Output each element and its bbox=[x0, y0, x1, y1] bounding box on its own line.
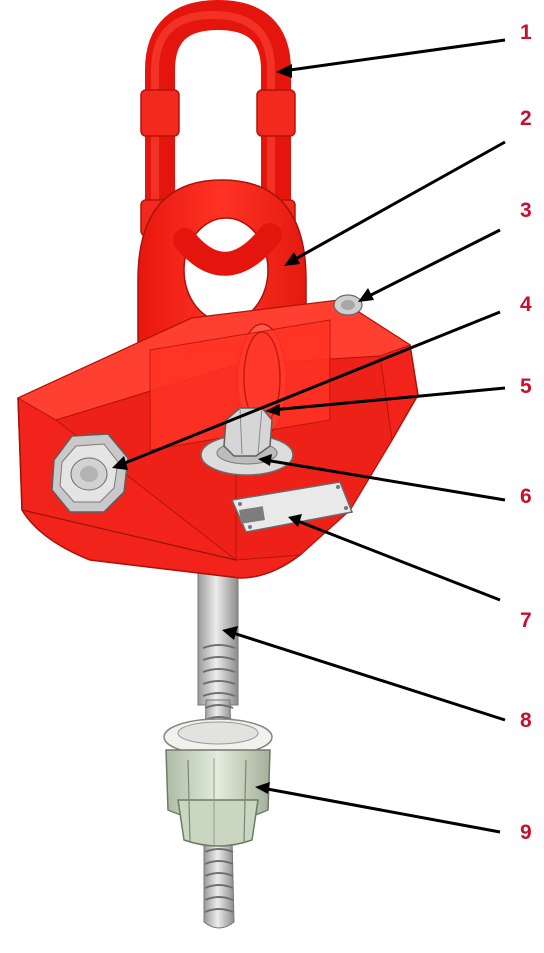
callout-number-6: 6 bbox=[520, 486, 532, 507]
callout-number-5: 5 bbox=[520, 376, 532, 397]
callout-number-1: 1 bbox=[520, 22, 532, 43]
leader-line-7 bbox=[295, 520, 500, 600]
callout-number-8: 8 bbox=[520, 710, 532, 731]
callout-number-9: 9 bbox=[520, 822, 532, 843]
leader-line-1 bbox=[290, 40, 505, 70]
leader-line-3 bbox=[365, 230, 500, 298]
anchor-sleeve bbox=[164, 719, 272, 846]
bolt-end bbox=[334, 295, 362, 315]
anchor-nut bbox=[224, 408, 272, 456]
callout-number-3: 3 bbox=[520, 200, 532, 221]
leader-line-9 bbox=[262, 788, 500, 832]
callout-number-7: 7 bbox=[520, 610, 532, 631]
callout-number-2: 2 bbox=[520, 108, 532, 129]
callout-number-4: 4 bbox=[520, 294, 532, 315]
leader-line-8 bbox=[230, 632, 505, 720]
